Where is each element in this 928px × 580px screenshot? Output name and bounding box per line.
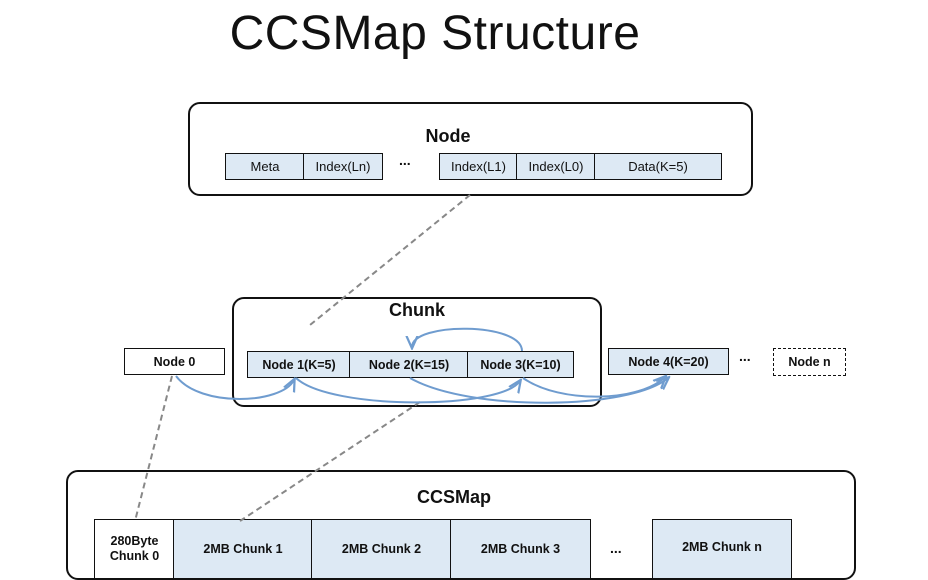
arrow-node3-to-node4 [522,377,665,398]
node-structure-label: Node [425,126,471,146]
arrow-node1-to-node3 [295,377,520,404]
chunk-node-3: Node 3(K=10) [467,351,574,378]
node-cell-meta: Meta [225,153,305,180]
arrow-node0-to-node1 [175,375,294,400]
chunk-row-ellipsis: ... [739,348,751,364]
diagram-title: CCSMap Structure [229,7,641,60]
arrow-node2-to-node4 [409,378,668,404]
node-0: Node 0 [124,348,225,375]
node-cell-index-ln: Index(Ln) [303,153,383,180]
chunk-node-2: Node 2(K=15) [349,351,469,378]
dashed-connector-node0-to-chunk0 [134,375,173,522]
connectors-layer [134,194,928,522]
dashed-connector-chunk-to-ccsmap [239,401,421,522]
chunk-node-1: Node 1(K=5) [247,351,351,378]
node-cell-index-l0: Index(L0) [516,153,596,180]
node-cells-ellipsis: ... [399,152,411,168]
ccsmap-ellipsis: ... [610,540,622,556]
node-structure-box [188,102,753,196]
node-4: Node 4(K=20) [608,348,729,375]
chunk-0-size: 280Byte [110,534,159,548]
arrow-node3-to-node2 [412,327,523,352]
dashed-connector-node-to-chunk [309,194,471,326]
node-n: Node n [773,348,846,376]
node-cell-data: Data(K=5) [594,153,722,180]
ccsmap-label: CCSMap [416,487,491,507]
chunk-box [232,297,602,407]
chunk-label: Chunk [389,300,445,320]
